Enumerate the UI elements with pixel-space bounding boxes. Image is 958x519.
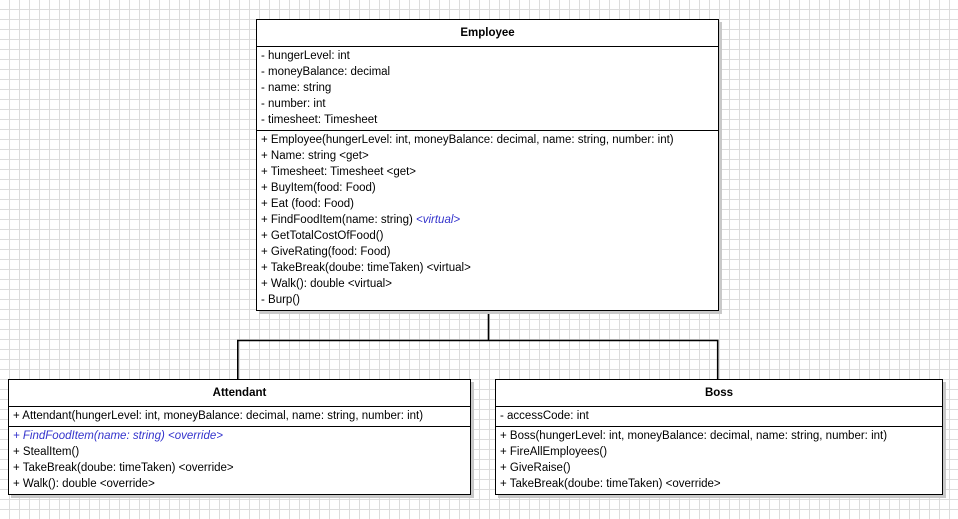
operation-row: + GiveRating(food: Food) (261, 246, 391, 258)
operations-compartment-employee: + Employee(hungerLevel: int, moneyBalanc… (257, 131, 718, 310)
operation-row: + GetTotalCostOfFood() (261, 230, 384, 242)
operations-compartment-attendant: + FindFoodItem(name: string) <override> … (9, 427, 470, 494)
operation-row: + FireAllEmployees() (500, 446, 608, 458)
attribute-row: - accessCode: int (500, 410, 589, 422)
operation-row: + StealItem() (13, 446, 80, 458)
operation-row-override: + FindFoodItem(name: string) <override> (13, 430, 223, 442)
operation-row: + Boss(hungerLevel: int, moneyBalance: d… (500, 430, 888, 442)
attributes-compartment-boss: - accessCode: int (496, 407, 942, 427)
class-title-boss: Boss (496, 380, 942, 407)
operation-row: + Attendant(hungerLevel: int, moneyBalan… (13, 410, 424, 422)
operation-row: - Burp() (261, 294, 300, 306)
operation-row: + Employee(hungerLevel: int, moneyBalanc… (261, 134, 674, 146)
operation-row: + TakeBreak(doube: timeTaken) <override> (500, 478, 721, 490)
stereotype-virtual: <virtual> (416, 214, 461, 226)
operation-row: + BuyItem(food: Food) (261, 182, 376, 194)
class-title-employee: Employee (257, 20, 718, 47)
attribute-row: - timesheet: Timesheet (261, 114, 378, 126)
operation-row: + Walk(): double <virtual> (261, 278, 392, 290)
class-box-attendant[interactable]: Attendant + Attendant(hungerLevel: int, … (8, 379, 471, 495)
attribute-row: - name: string (261, 82, 332, 94)
attributes-compartment-employee: - hungerLevel: int - moneyBalance: decim… (257, 47, 718, 131)
operation-row: + Timesheet: Timesheet <get> (261, 166, 417, 178)
operation-row: + Eat (food: Food) (261, 198, 355, 210)
operation-row: + TakeBreak(doube: timeTaken) <virtual> (261, 262, 471, 274)
class-box-employee[interactable]: Employee - hungerLevel: int - moneyBalan… (256, 19, 719, 311)
operations-compartment-boss: + Boss(hungerLevel: int, moneyBalance: d… (496, 427, 942, 494)
operation-row: + Name: string <get> (261, 150, 369, 162)
attribute-row: - hungerLevel: int (261, 50, 350, 62)
attribute-row: - number: int (261, 98, 326, 110)
attribute-row: - moneyBalance: decimal (261, 66, 391, 78)
operation-row: + TakeBreak(doube: timeTaken) <override> (13, 462, 234, 474)
operation-row-virtual: + FindFoodItem(name: string) <virtual> (257, 212, 718, 228)
class-box-boss[interactable]: Boss - accessCode: int + Boss(hungerLeve… (495, 379, 943, 495)
class-title-attendant: Attendant (9, 380, 470, 407)
operation-row: + Walk(): double <override> (13, 478, 155, 490)
constructor-compartment-attendant: + Attendant(hungerLevel: int, moneyBalan… (9, 407, 470, 427)
operation-row: + GiveRaise() (500, 462, 571, 474)
operation-signature: + FindFoodItem(name: string) (261, 214, 416, 226)
